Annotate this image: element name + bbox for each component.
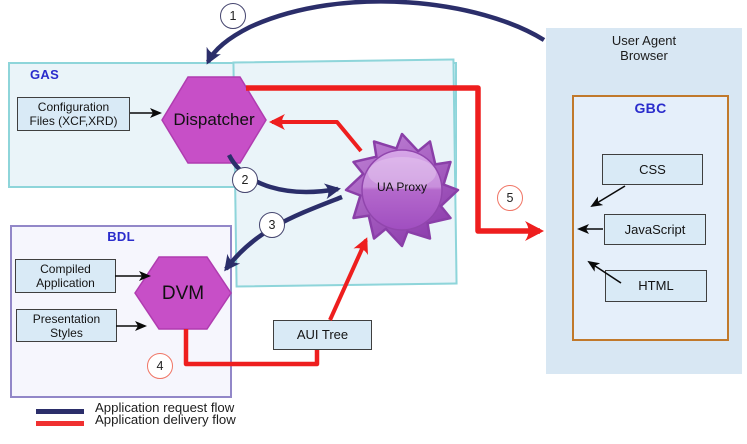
gbc-region-label: GBC: [634, 100, 667, 116]
legend-delivery-flow-swatch: [36, 421, 84, 426]
compiled-application-line2: Application: [36, 276, 95, 290]
configuration-files-line1: Configuration: [37, 100, 110, 114]
compiled-application-node: Compiled Application: [15, 259, 116, 293]
presentation-styles-line1: Presentation: [32, 311, 101, 326]
flow-step-2-number: 2: [241, 173, 249, 187]
legend: Application request flow Application del…: [95, 400, 236, 428]
flow-step-5-badge: 5: [497, 185, 523, 211]
html-label: HTML: [638, 278, 674, 293]
configuration-files-node: Configuration Files (XCF,XRD): [17, 97, 130, 131]
gas-region-label: GAS: [30, 67, 60, 82]
flow-step-4-badge: 4: [147, 353, 173, 379]
css-node: CSS: [602, 154, 703, 185]
compiled-application-line1: Compiled: [40, 262, 91, 276]
flow-step-5-number: 5: [506, 191, 514, 205]
configuration-files-line2: Files (XCF,XRD): [29, 114, 118, 128]
legend-request-flow-label: Application request flow: [95, 400, 235, 415]
dvm-label: DVM: [161, 283, 205, 304]
flow-step-1-badge: 1: [220, 3, 246, 29]
user-agent-browser-label: User Agent Browser: [546, 33, 742, 63]
javascript-label: JavaScript: [624, 221, 686, 237]
ua-proxy-region: [232, 58, 458, 288]
presentation-styles-node: Presentation Styles: [16, 309, 117, 342]
javascript-node: JavaScript: [604, 214, 706, 245]
html-node: HTML: [605, 270, 707, 302]
legend-delivery-flow-label: Application delivery flow: [95, 412, 236, 428]
presentation-styles-line2: Styles: [50, 325, 83, 340]
user-agent-browser-label-line2: Browser: [620, 48, 668, 63]
aui-tree-node: AUI Tree: [273, 320, 372, 350]
dispatcher-label: Dispatcher: [173, 110, 255, 129]
css-label: CSS: [639, 161, 666, 177]
flow-step-3-number: 3: [268, 218, 276, 232]
ua-proxy-label: UA Proxy: [376, 180, 427, 194]
user-agent-browser-region: User Agent Browser GBC: [546, 28, 742, 374]
flow-step-4-number: 4: [156, 359, 164, 373]
bdl-region-label: BDL: [107, 229, 135, 244]
flow-1-browser-to-dispatcher-arrow: [205, 0, 546, 65]
user-agent-browser-label-line1: User Agent: [611, 33, 677, 48]
flow-step-2-badge: 2: [232, 167, 258, 193]
flow-step-1-number: 1: [229, 9, 237, 23]
legend-request-flow-swatch: [36, 409, 84, 414]
aui-tree-label: AUI Tree: [296, 327, 349, 342]
flow-step-3-badge: 3: [259, 212, 285, 238]
